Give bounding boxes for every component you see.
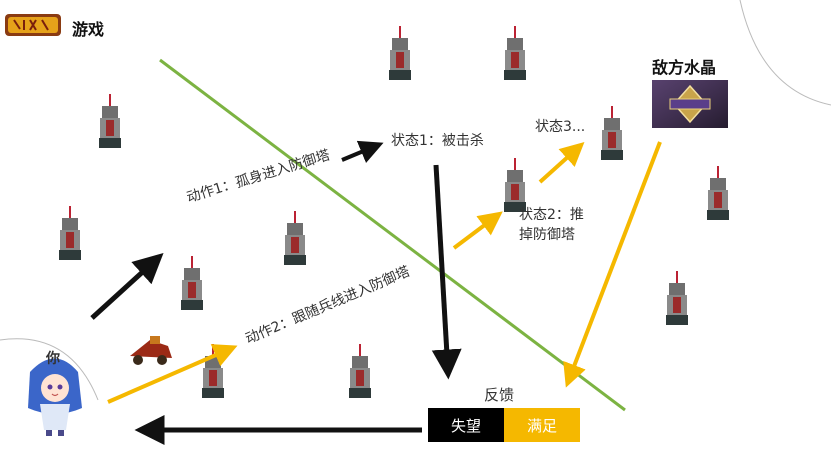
arrow-to-action2 — [107, 344, 238, 404]
state2-label-line2: 掉防御塔 — [519, 227, 575, 243]
divider-line — [159, 58, 626, 412]
enemy-crystal-icon — [652, 80, 728, 128]
state1-label: 状态1：被击杀 — [391, 133, 484, 149]
defense-tower-icon — [707, 166, 729, 220]
defense-tower-icon — [389, 26, 411, 80]
player-label: 你 — [46, 351, 60, 367]
defense-tower-icon — [504, 158, 526, 212]
feedback-box: 失望 满足 — [428, 408, 580, 442]
player-avatar-icon — [28, 358, 82, 436]
arrow-to-state1 — [341, 140, 384, 163]
defense-tower-icon — [349, 344, 371, 398]
feedback-label: 反馈 — [484, 386, 515, 404]
defense-tower-icon — [59, 206, 81, 260]
enemy-base-arc — [739, 0, 831, 106]
negative-feedback: 失望 — [428, 408, 504, 442]
positive-feedback: 满足 — [504, 408, 580, 442]
defense-tower-icon — [181, 256, 203, 310]
player-base-arc — [0, 338, 99, 401]
state2-label-line1: 状态2：推 — [519, 207, 584, 223]
arrow-to-action1 — [90, 252, 164, 320]
arrow-crystal-to-feedback — [563, 141, 662, 388]
enemy-hero-icon — [128, 336, 172, 365]
defense-tower-icon — [99, 94, 121, 148]
state3-label: 状态3... — [535, 119, 586, 135]
defense-tower-icon — [284, 211, 306, 265]
arrow-to-state3 — [538, 141, 585, 184]
arrow-state1-to-feedback — [431, 164, 462, 380]
defense-tower-icon — [504, 26, 526, 80]
defense-tower-icon — [601, 106, 623, 160]
enemy-crystal-label: 敌方水晶 — [652, 58, 717, 77]
arrow-to-state2 — [452, 211, 503, 250]
tower-group — [59, 26, 729, 398]
defense-tower-icon — [666, 271, 688, 325]
game-logo-icon — [5, 14, 61, 36]
page-title: 游戏 — [72, 20, 105, 39]
